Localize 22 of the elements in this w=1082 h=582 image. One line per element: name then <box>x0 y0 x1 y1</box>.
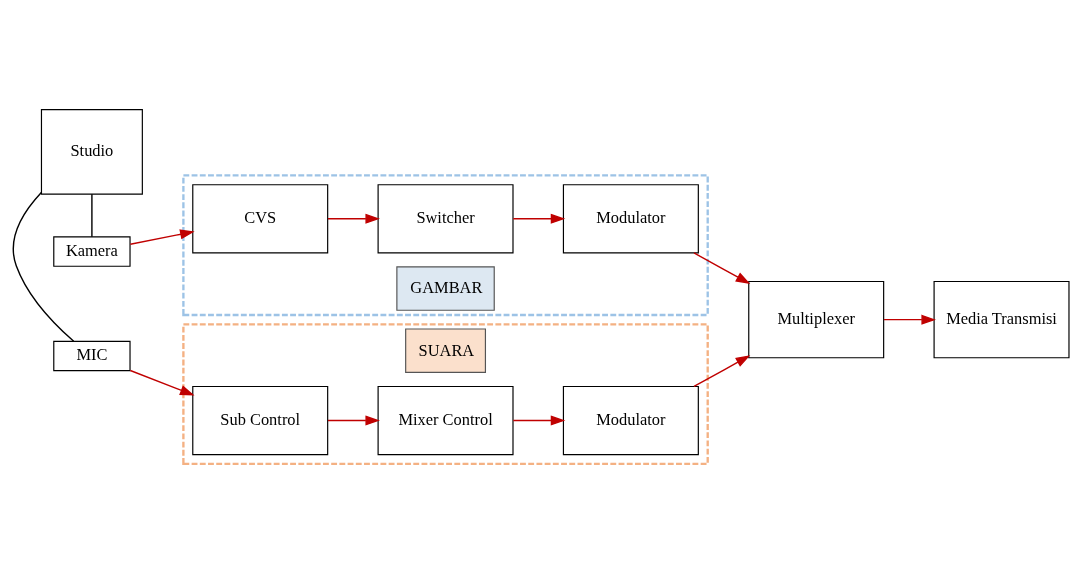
arrow <box>129 369 195 395</box>
arrow <box>512 213 566 224</box>
node-box: CVS <box>192 183 329 253</box>
arrow <box>883 314 936 325</box>
connector <box>91 193 93 238</box>
node-box: Mixer Control <box>377 385 514 455</box>
arrow <box>327 414 380 426</box>
node-box: Media Transmisi <box>933 280 1070 358</box>
node-box: Sub Control <box>192 385 329 455</box>
arrow <box>129 228 195 245</box>
node-box: MIC <box>53 340 131 371</box>
node-box: Modulator <box>562 385 699 455</box>
connector <box>12 191 75 342</box>
node-box: Modulator <box>562 183 699 253</box>
node-box: Multiplexer <box>748 280 885 358</box>
node-box: Switcher <box>377 183 514 253</box>
node-box: Kamera <box>53 235 131 267</box>
arrow <box>327 213 380 224</box>
arrow <box>512 414 566 426</box>
node-box: Studio <box>40 108 143 195</box>
arrow <box>693 354 751 387</box>
arrow <box>693 251 751 284</box>
